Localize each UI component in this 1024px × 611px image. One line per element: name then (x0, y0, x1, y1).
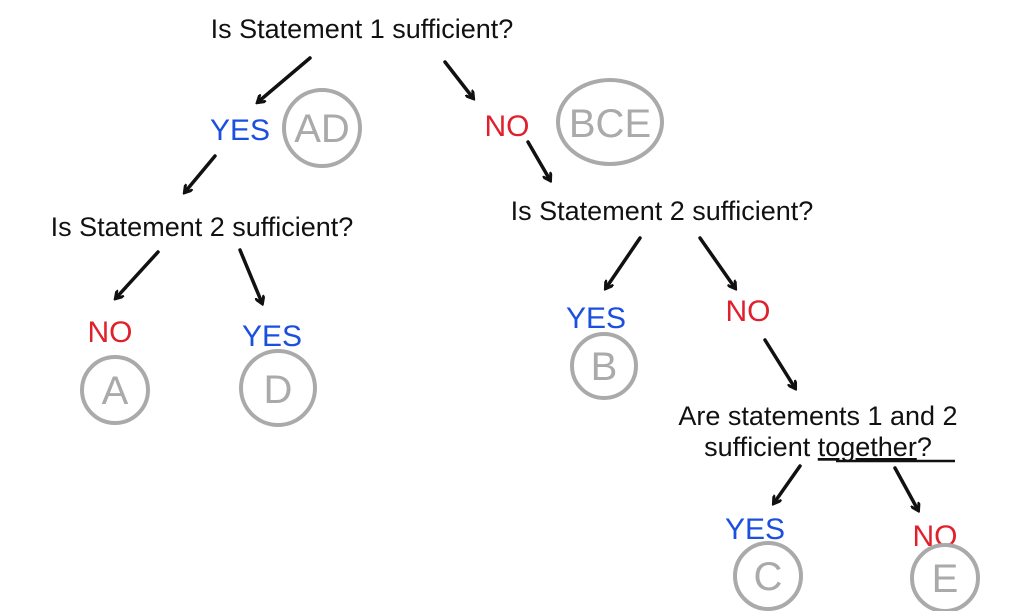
no-label: NO (88, 316, 133, 349)
answer-circle (570, 332, 638, 400)
arrow (526, 140, 550, 180)
yes-label: YES (725, 513, 785, 546)
answer-circle (910, 543, 980, 611)
question-statement-2-left: Is Statement 2 sufficient? (51, 212, 354, 242)
question-together-line1: Are statements 1 and 2 (678, 401, 957, 431)
arrow (116, 250, 160, 298)
answer-ad: AD (294, 107, 350, 151)
answer-circle (733, 541, 803, 611)
arrow-to-no (443, 60, 473, 98)
yes-label: YES (210, 114, 270, 147)
arrow (774, 464, 802, 503)
q3-text-emphasis: together (818, 432, 917, 462)
answer-b: B (591, 345, 618, 389)
question-together-line2: sufficient together? (704, 432, 932, 462)
answer-e: E (932, 557, 959, 601)
answer-bce: BCE (569, 102, 651, 146)
answer-circle (239, 349, 317, 427)
arrow (185, 154, 217, 192)
answer-circle (80, 355, 150, 425)
no-label: NO (485, 110, 530, 143)
yes-label: YES (566, 302, 626, 335)
answer-d: D (264, 368, 293, 412)
answer-circle (282, 88, 362, 168)
arrow (606, 236, 642, 288)
question-statement-2-right: Is Statement 2 sufficient? (511, 196, 814, 226)
answer-c: C (754, 555, 783, 599)
answer-a: A (102, 369, 129, 413)
arrow (698, 236, 735, 288)
arrow (763, 338, 795, 388)
arrow (238, 248, 262, 303)
no-label: NO (726, 295, 771, 328)
q3-text-c: ? (917, 432, 932, 462)
question-statement-1: Is Statement 1 sufficient? (211, 14, 514, 44)
arrow-to-yes (258, 56, 312, 102)
answer-circle (556, 78, 664, 166)
arrow (893, 466, 918, 510)
yes-label: YES (242, 320, 302, 353)
q3-text-a: sufficient (704, 432, 818, 462)
